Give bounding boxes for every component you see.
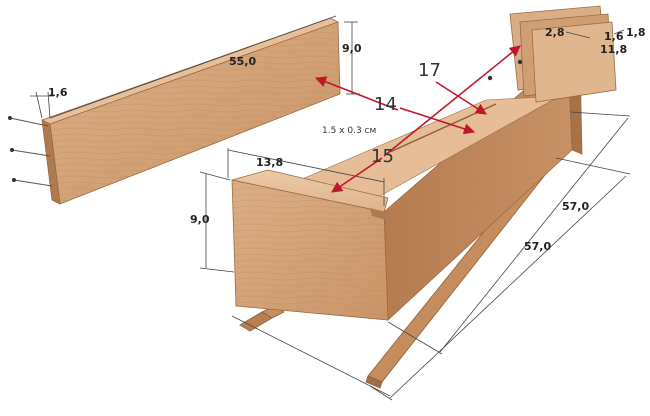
- dim-long-board-length: 55,0: [229, 55, 256, 68]
- dim-front-height: 9,0: [190, 213, 210, 226]
- groove-label: 1.5 х 0.3 см: [322, 126, 376, 136]
- screw-1: [487, 75, 493, 81]
- callout-14: 14: [374, 94, 397, 115]
- end-piece-front: [531, 21, 617, 103]
- length-dimensions: [231, 111, 631, 401]
- arrow-15-to-end: [383, 45, 521, 157]
- long-board-grain: [50, 22, 340, 204]
- dim-end-c: 1,8: [626, 26, 646, 39]
- dim-end-b: 1,6: [604, 30, 624, 43]
- callout-17: 17: [418, 60, 441, 81]
- nails: [8, 116, 53, 187]
- dim-end-d: 11,8: [600, 43, 627, 56]
- dim-long-board-height: 9,0: [342, 42, 362, 55]
- dim-slat-length-bottom: 57,0: [524, 240, 551, 253]
- dim-front-width: 13,8: [256, 156, 283, 169]
- callout-15: 15: [371, 146, 394, 167]
- arrow-15-to-front: [331, 157, 383, 193]
- callout-arrows: [314, 45, 521, 193]
- arrow-14-to-long-board: [314, 76, 399, 111]
- long-board-end-face: [41, 119, 61, 205]
- screw-2: [517, 59, 523, 65]
- dim-end-a: 2,8: [545, 26, 565, 39]
- arrow-14-to-groove: [399, 107, 476, 135]
- arrow-17-to-bottom: [435, 81, 487, 115]
- dim-long-board-thickness: 1,6: [48, 86, 68, 99]
- end-pieces: [487, 5, 617, 103]
- long-board: [8, 17, 341, 205]
- front-dimensions: [199, 148, 385, 273]
- long-board-dimensions: [30, 15, 360, 119]
- dim-slat-length-top: 57,0: [562, 200, 589, 213]
